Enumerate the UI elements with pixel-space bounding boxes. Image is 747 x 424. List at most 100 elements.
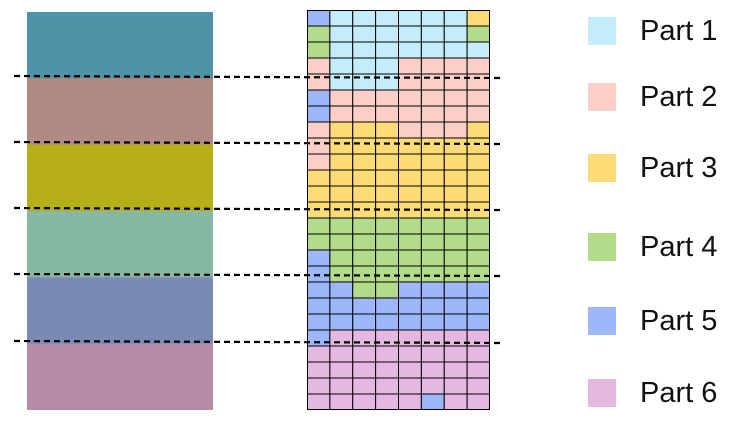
legend-swatch-part-2: [588, 83, 616, 111]
grid-cell-part-5: [466, 297, 490, 315]
grid-cell-part-5: [443, 313, 468, 331]
grid-cell-part-3: [307, 185, 331, 203]
grid-cell-part-5: [329, 281, 354, 299]
grid-cell-part-6: [420, 361, 445, 379]
grid-cell-part-6: [307, 361, 331, 379]
photo-stripe-part-6: [27, 343, 213, 410]
grid-cell-part-3: [420, 201, 445, 219]
grid-cell-part-4: [443, 249, 468, 267]
grid-cell-part-2: [466, 57, 490, 75]
grid-cell-part-4: [466, 265, 490, 283]
grid-cell-part-5: [443, 297, 468, 315]
grid-cell-part-6: [443, 345, 468, 363]
grid-cell-part-2: [443, 89, 468, 107]
grid-cell-part-3: [329, 169, 354, 187]
grid-cell-part-5: [329, 297, 354, 315]
grid-cell-part-6: [420, 329, 445, 347]
grid-cell-part-3: [352, 201, 377, 219]
grid-cell-part-2: [466, 105, 490, 123]
grid-cell-part-5: [398, 313, 422, 331]
grid-cell-part-4: [352, 233, 377, 251]
grid-cell-part-4: [375, 217, 399, 235]
grid-cell-part-5: [352, 297, 377, 315]
grid-cell-part-3: [443, 201, 468, 219]
grid-cell-part-6: [375, 361, 399, 379]
grid-cell-part-1: [443, 25, 468, 43]
grid-cell-part-4: [375, 265, 399, 283]
grid-cell-part-4: [329, 265, 354, 283]
grid-cell-part-6: [329, 377, 354, 395]
grid-cell-part-4: [307, 41, 331, 59]
grid-cell-part-2: [398, 57, 422, 75]
grid-cell-part-6: [398, 377, 422, 395]
photo-stripe-part-1: [27, 12, 213, 79]
grid-cell-part-3: [329, 201, 354, 219]
grid-cell-part-2: [307, 137, 331, 155]
grid-cell-part-6: [329, 329, 354, 347]
grid-cell-part-1: [375, 10, 399, 27]
grid-cell-part-5: [420, 313, 445, 331]
grid-cell-part-3: [375, 153, 399, 171]
grid-cell-part-4: [443, 265, 468, 283]
grid-cell-part-1: [398, 10, 422, 27]
grid-cell-part-3: [375, 169, 399, 187]
grid-cell-part-3: [420, 153, 445, 171]
grid-cell-part-5: [307, 10, 331, 27]
grid-cell-part-6: [398, 329, 422, 347]
grid-cell-part-5: [307, 249, 331, 267]
grid-cell-part-2: [466, 73, 490, 91]
grid-cell-part-6: [307, 345, 331, 363]
grid-cell-part-6: [352, 377, 377, 395]
grid-cell-part-1: [443, 10, 468, 27]
legend-swatch-part-5: [588, 307, 616, 335]
grid-cell-part-6: [375, 329, 399, 347]
grid-cell-part-2: [443, 105, 468, 123]
grid-cell-part-3: [443, 185, 468, 203]
grid-cell-part-2: [329, 105, 354, 123]
grid-cell-part-6: [443, 377, 468, 395]
grid-cell-part-5: [307, 297, 331, 315]
grid-cell-part-2: [443, 57, 468, 75]
grid-cell-part-4: [466, 233, 490, 251]
grid-cell-part-1: [420, 41, 445, 59]
grid-cell-part-2: [307, 121, 331, 139]
grid-cell-part-6: [398, 345, 422, 363]
grid-cell-part-1: [352, 57, 377, 75]
grid-cell-part-6: [466, 377, 490, 395]
grid-cell-part-4: [466, 217, 490, 235]
grid-cell-part-3: [443, 137, 468, 155]
grid-cell-part-1: [375, 73, 399, 91]
grid-cell-part-3: [443, 169, 468, 187]
grid-cell-part-6: [466, 393, 490, 410]
grid-cell-part-4: [398, 249, 422, 267]
grid-cell-part-2: [398, 73, 422, 91]
grid-cell-part-2: [420, 105, 445, 123]
grid-cell-part-4: [420, 265, 445, 283]
grid-cell-part-3: [352, 153, 377, 171]
grid-cell-part-6: [329, 361, 354, 379]
grid-cell-part-2: [307, 153, 331, 171]
grid-cell-part-1: [420, 25, 445, 43]
legend-item-part-3: Part 3: [588, 148, 717, 188]
part-assignment-grid: [307, 10, 490, 410]
grid-cell-part-5: [420, 393, 445, 410]
grid-cell-part-1: [329, 10, 354, 27]
grid-cell-part-3: [443, 153, 468, 171]
grid-cell-part-2: [443, 121, 468, 139]
grid-cell-part-1: [443, 41, 468, 59]
grid-cell-part-5: [466, 313, 490, 331]
grid-cell-part-6: [443, 393, 468, 410]
grid-cell-part-6: [329, 345, 354, 363]
grid-cell-part-4: [352, 249, 377, 267]
legend-item-part-6: Part 6: [588, 373, 717, 413]
legend-swatch-part-3: [588, 154, 616, 182]
grid-cell-part-5: [375, 313, 399, 331]
photo-stripe-part-2: [27, 78, 213, 146]
grid-cell-part-3: [466, 153, 490, 171]
grid-cell-part-2: [307, 73, 331, 91]
grid-cell-part-1: [352, 25, 377, 43]
grid-cell-part-6: [375, 377, 399, 395]
grid-cell-part-4: [352, 217, 377, 235]
legend-item-part-4: Part 4: [588, 227, 717, 267]
grid-cell-part-4: [398, 217, 422, 235]
